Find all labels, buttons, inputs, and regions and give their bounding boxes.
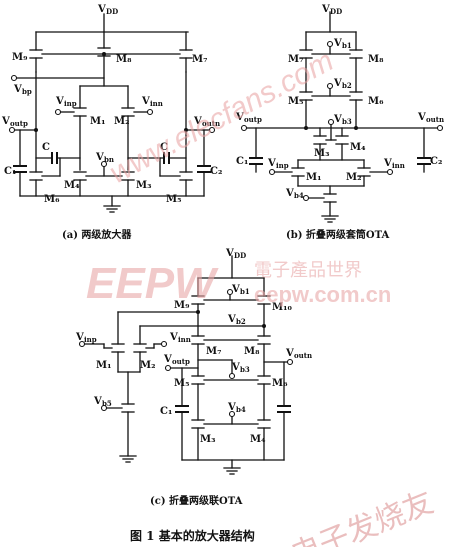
a-cc-right-label: C [160,142,168,153]
svg-text:b3: b3 [342,117,352,126]
a-c1-label: C₁ [4,166,16,177]
a-cc-left-label: C [42,142,50,153]
b-vinp-label: V [267,158,276,169]
a-vinn-label: V [141,96,150,107]
panel-c-caption: (c) 折叠两级联OTA [150,494,243,507]
b-c2-label: C₂ [430,156,442,167]
c-m6-label: M₆ [272,378,288,389]
svg-text:b5: b5 [102,399,112,408]
a-vbp-label: V [13,84,22,95]
c-vb5-label: V [93,396,102,407]
panel-a-caption: (a) 两级放大器 [62,228,132,241]
a-m4-label: M₄ [64,180,80,191]
watermark-url: eepw.com.cn [254,282,391,307]
svg-text:b1: b1 [342,41,352,50]
svg-text:outn: outn [426,115,444,124]
c-m1-label: M₁ [96,360,111,371]
svg-text:b4: b4 [294,191,304,200]
b-vb1-label: V [333,38,342,49]
c-m10-label: M₁₀ [272,302,292,313]
svg-text:DD: DD [330,7,342,16]
b-vb2-label: V [333,78,342,89]
svg-text:DD: DD [234,251,246,260]
svg-text:outn: outn [294,351,312,360]
svg-text:b1: b1 [240,287,250,296]
svg-text:inn: inn [178,335,191,344]
svg-text:bn: bn [104,155,114,164]
c-voutn-label: V [285,348,294,359]
b-voutp-label: V [235,112,244,123]
c-vinp-label: V [75,332,84,343]
watermark-layer: www.elecfans.com EEPW 電子產品世界 eepw.com.cn… [86,44,438,547]
svg-text:b2: b2 [342,81,352,90]
b-vdd-label: V [321,4,330,15]
watermark-logo-cn: 電子產品世界 [254,260,362,281]
watermark-corner: 电子发烧友 [286,485,438,547]
svg-text:outp: outp [244,115,262,124]
panel-c-folded-cascode-ota: V DD V b1 M₉ M₁₀ V b2 V inp V inn M₁ M₂ … [75,248,312,507]
a-m3-label: M₃ [136,180,151,191]
figure-caption: 图 1 基本的放大器结构 [130,528,255,543]
c-vb2-label: V [227,314,236,325]
svg-text:bp: bp [22,87,32,96]
b-m1-label: M₁ [306,172,321,183]
a-m9-label: M₉ [12,52,27,63]
b-m2-label: M₂ [346,172,361,183]
c-vinn-label: V [169,332,178,343]
b-m6-label: M₆ [368,96,384,107]
svg-text:DD: DD [106,7,118,16]
svg-text:inn: inn [150,99,163,108]
a-m1-label: M₁ [90,116,105,127]
c-voutp-label: V [163,354,172,365]
c-m4-label: M₄ [250,434,266,445]
c-m2-label: M₂ [140,360,155,371]
c-m3-label: M₃ [200,434,215,445]
watermark-logo: EEPW [86,259,219,308]
svg-text:b3: b3 [240,365,250,374]
svg-text:inn: inn [392,161,405,170]
c-m9-label: M₉ [174,300,189,311]
panel-b-caption: (b) 折叠两级套筒OTA [286,228,390,241]
a-voutp-label: V [1,116,10,127]
b-voutn-label: V [417,112,426,123]
b-m3-label: M₃ [314,148,329,159]
b-vb3-label: V [333,114,342,125]
a-vdd-label: V [97,4,106,15]
a-vbn-label: V [95,152,104,163]
b-vb4-label: V [285,188,294,199]
c-m7-label: M₇ [206,346,221,357]
b-c1-label: C₁ [236,156,248,167]
a-m8-label: M₈ [116,54,132,65]
c-vdd-label: V [225,248,234,259]
svg-text:outp: outp [172,357,190,366]
b-m4-label: M₄ [350,142,366,153]
panel-a-two-stage-amplifier: V DD M₉ M₈ M₇ V bp V inp V inn M₁ M₂ [1,4,222,241]
svg-text:inp: inp [64,99,77,108]
a-voutn-label: V [193,116,202,127]
svg-text:b2: b2 [236,317,246,326]
svg-text:inp: inp [84,335,97,344]
c-vb4-label: V [227,402,236,413]
c-vb3-label: V [231,362,240,373]
panel-b-folded-telescopic-ota: V DD V b1 M₇ M₈ V b2 M₅ M₆ V outp V outn [235,4,444,241]
a-vinp-label: V [55,96,64,107]
svg-text:inp: inp [276,161,289,170]
c-c1-label: C₁ [160,406,172,417]
svg-text:b4: b4 [236,405,246,414]
a-m7-label: M₇ [192,54,207,65]
svg-text:outp: outp [10,119,28,128]
a-c2-label: C₂ [210,166,222,177]
c-m8-label: M₈ [244,346,260,357]
a-m6-label: M₆ [44,194,60,205]
a-m2-label: M₂ [114,116,129,127]
a-m5-label: M₅ [166,194,181,205]
b-m8-label: M₈ [368,54,384,65]
b-m5-label: M₅ [288,96,303,107]
b-m7-label: M₇ [288,54,303,65]
c-vb1-label: V [231,284,240,295]
svg-text:outn: outn [202,119,220,128]
b-vinn-label: V [383,158,392,169]
